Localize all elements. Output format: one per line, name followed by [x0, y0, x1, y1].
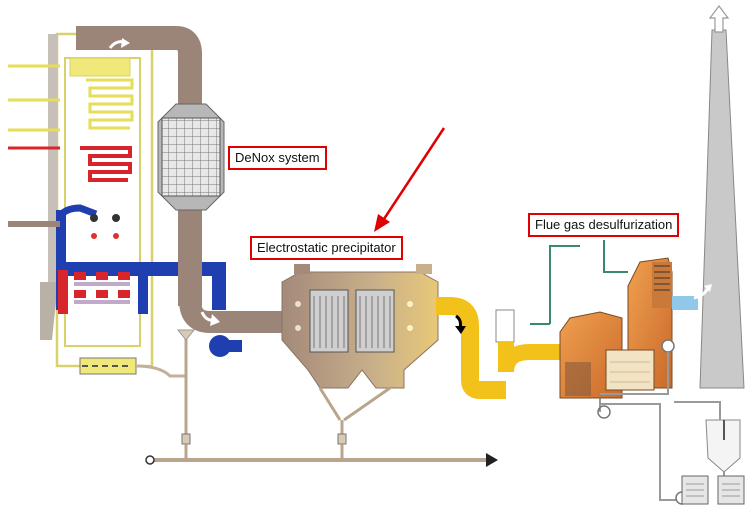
denox-reactor [157, 103, 225, 211]
flue-gas-desulfurization-unit [530, 240, 712, 505]
ash-hopper [79, 357, 186, 378]
burners [74, 272, 130, 298]
denox-system-label: DeNox system [228, 146, 327, 170]
gypsum-dewatering [674, 401, 745, 505]
red-pointer-arrow [374, 127, 446, 232]
electrostatic-precipitator [281, 264, 439, 452]
clean-gas-duct [436, 297, 560, 399]
reheater-coil [8, 146, 132, 182]
flue-gas-duct [76, 26, 300, 440]
flue-gas-desulfurization-label: Flue gas desulfurization [528, 213, 680, 237]
electrostatic-precipitator-label: Electrostatic precipitator [250, 236, 403, 260]
chimney-stack [699, 5, 745, 389]
ash-conveyor-line [145, 433, 498, 467]
